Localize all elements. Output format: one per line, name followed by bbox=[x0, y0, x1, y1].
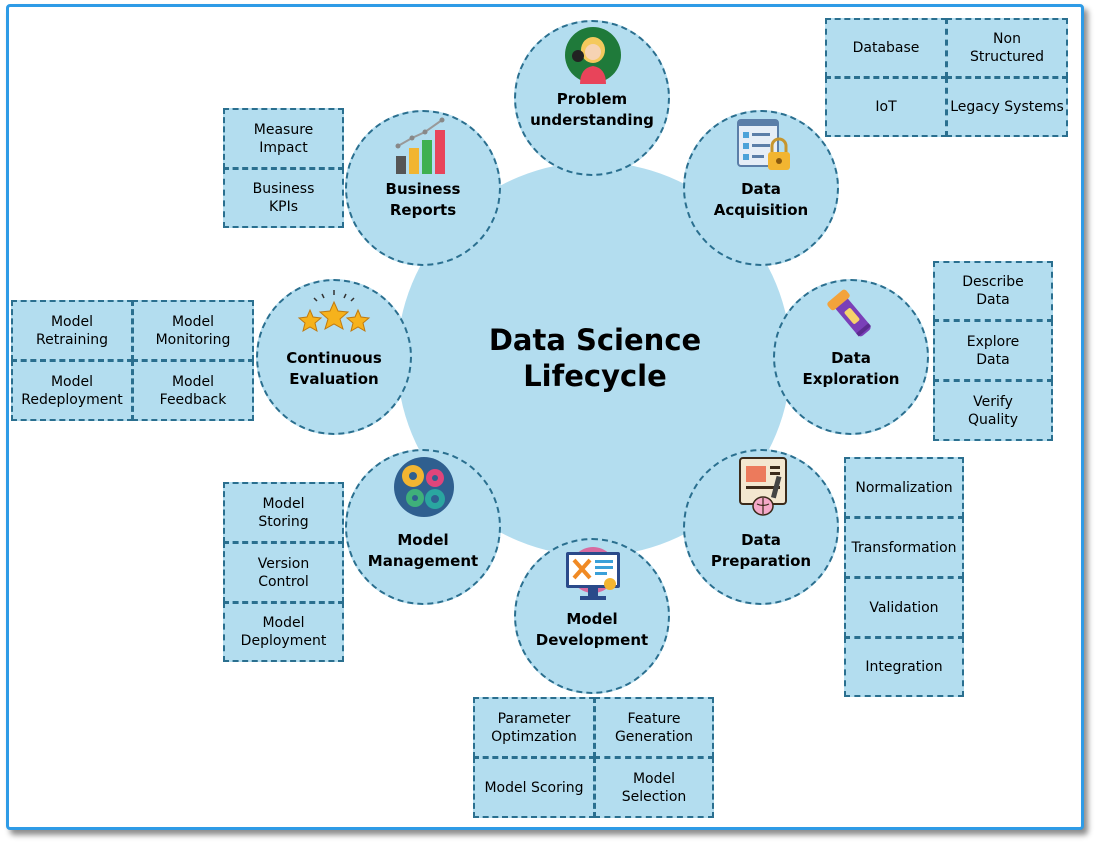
stage-label-evaluation: Continuous Evaluation bbox=[254, 348, 414, 390]
evaluation-item: Model Feedback bbox=[132, 360, 254, 421]
exploration-item: Explore Data bbox=[933, 320, 1053, 381]
checklist-lock-icon bbox=[736, 116, 792, 174]
acquisition-item: IoT bbox=[825, 77, 947, 137]
flashlight-icon bbox=[822, 286, 882, 346]
exploration-item: Describe Data bbox=[933, 261, 1053, 321]
preparation-item: Integration bbox=[844, 637, 964, 697]
stage-label-acquisition: Data Acquisition bbox=[681, 179, 841, 221]
monitor-tools-icon bbox=[562, 546, 624, 602]
exploration-item: Verify Quality bbox=[933, 380, 1053, 441]
acquisition-item: Non Structured bbox=[946, 18, 1068, 78]
stars-icon bbox=[296, 288, 372, 336]
development-item: Parameter Optimzation bbox=[473, 697, 595, 758]
stage-label-management: Model Management bbox=[343, 530, 503, 572]
stage-label-reports: Business Reports bbox=[343, 179, 503, 221]
stage-label-preparation: Data Preparation bbox=[681, 530, 841, 572]
management-item: Version Control bbox=[223, 542, 344, 603]
acquisition-item: Legacy Systems bbox=[946, 77, 1068, 137]
bar-chart-icon bbox=[392, 116, 454, 176]
stage-label-exploration: Data Exploration bbox=[771, 348, 931, 390]
evaluation-item: Model Redeployment bbox=[11, 360, 133, 421]
development-item: Model Selection bbox=[594, 757, 714, 818]
evaluation-item: Model Monitoring bbox=[132, 300, 254, 361]
diagram-title: Data Science Lifecycle bbox=[450, 322, 740, 394]
stage-label-problem: Problem understanding bbox=[512, 89, 672, 131]
management-item: Model Storing bbox=[223, 482, 344, 543]
person-thinking-icon bbox=[564, 26, 622, 84]
reports-item: Business KPIs bbox=[223, 168, 344, 228]
preparation-item: Normalization bbox=[844, 457, 964, 518]
blueprint-brain-icon bbox=[734, 456, 792, 518]
preparation-item: Transformation bbox=[844, 517, 964, 578]
development-item: Model Scoring bbox=[473, 757, 595, 818]
management-item: Model Deployment bbox=[223, 602, 344, 662]
evaluation-item: Model Retraining bbox=[11, 300, 133, 361]
reports-item: Measure Impact bbox=[223, 108, 344, 169]
stage-label-development: Model Development bbox=[512, 609, 672, 651]
development-item: Feature Generation bbox=[594, 697, 714, 758]
preparation-item: Validation bbox=[844, 577, 964, 638]
gears-icon bbox=[393, 456, 455, 518]
acquisition-item: Database bbox=[825, 18, 947, 78]
